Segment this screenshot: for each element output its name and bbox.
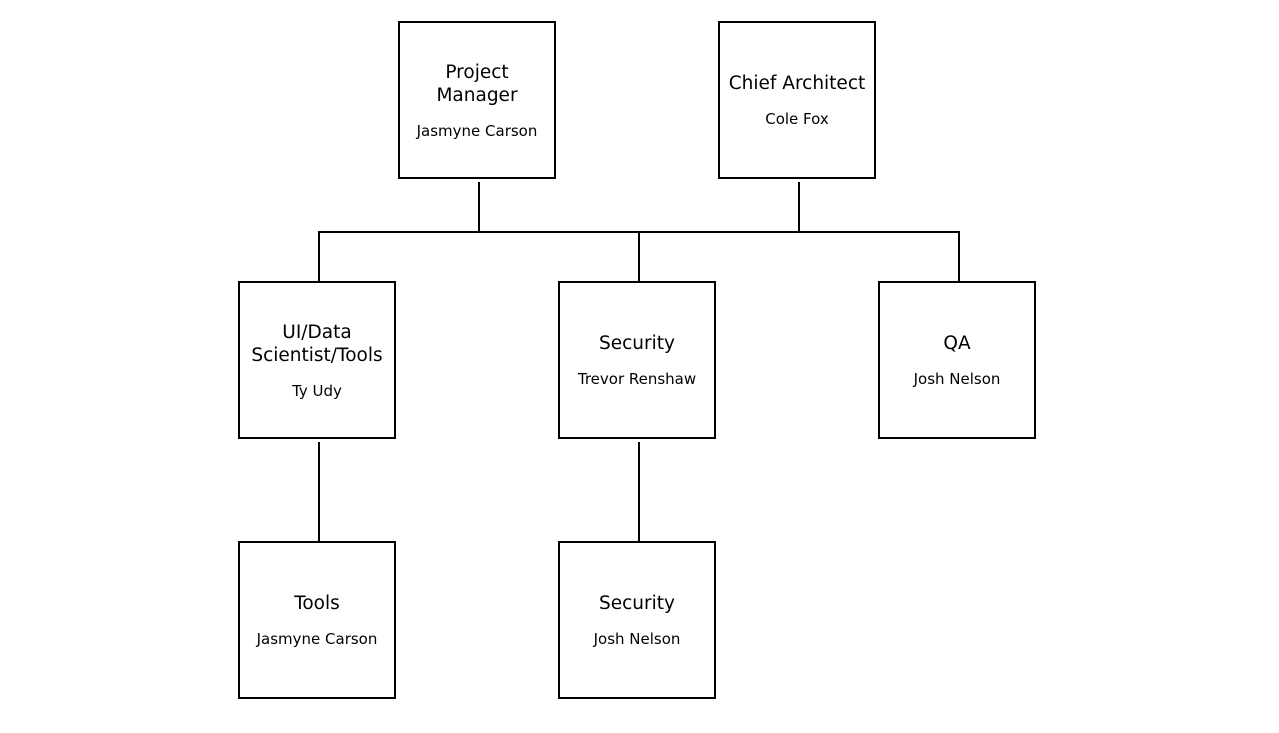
node-person-name: Cole Fox — [765, 110, 829, 128]
node-security: Security Josh Nelson — [558, 541, 716, 699]
node-qa: QA Josh Nelson — [878, 281, 1036, 439]
node-title: QA — [943, 333, 971, 354]
node-ui-data-scientist-tools: UI/Data Scientist/Tools Ty Udy — [238, 281, 396, 439]
node-chief-architect: Chief Architect Cole Fox — [718, 21, 876, 179]
node-title: UI/Data Scientist/Tools — [251, 321, 383, 366]
node-person-name: Josh Nelson — [913, 370, 1001, 388]
node-person-name: Jasmyne Carson — [416, 121, 538, 140]
node-person-name: Jasmyne Carson — [256, 630, 378, 648]
node-title: Security — [599, 593, 675, 614]
node-title: Security — [599, 333, 675, 354]
node-tools: Tools Jasmyne Carson — [238, 541, 396, 699]
node-person-name: Ty Udy — [292, 381, 342, 400]
node-title: Chief Architect — [728, 73, 866, 94]
node-title: Tools — [294, 593, 340, 614]
node-person-name: Trevor Renshaw — [577, 370, 697, 388]
node-project-manager: Project Manager Jasmyne Carson — [398, 21, 556, 179]
node-security-lead: Security Trevor Renshaw — [558, 281, 716, 439]
node-title: Project Manager — [436, 61, 518, 106]
node-person-name: Josh Nelson — [593, 630, 681, 648]
